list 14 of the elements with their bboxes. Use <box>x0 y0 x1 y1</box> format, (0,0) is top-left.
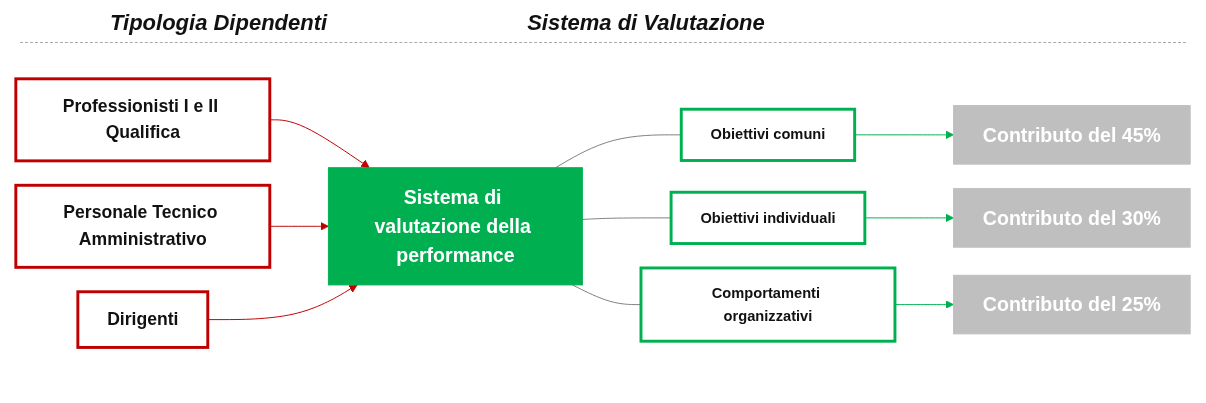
node-box: Obiettivi comuni <box>679 107 857 162</box>
node-box: Professionisti I e II Qualifica <box>14 77 272 163</box>
node-box: Obiettivi individuali <box>669 190 867 245</box>
node-box: Contributo del 30% <box>953 187 1191 248</box>
node-box: Personale Tecnico Amministrativo <box>14 183 272 269</box>
node-box: Contributo del 25% <box>953 274 1191 335</box>
node-box: Comportamenti organizzativi <box>639 266 897 343</box>
section-heading: Sistema di Valutazione <box>527 10 765 36</box>
connector <box>581 217 672 220</box>
section-heading: Tipologia Dipendenti <box>110 10 328 36</box>
node-box: Contributo del 45% <box>953 104 1191 165</box>
node-box: Sistema di valutazione della performance <box>327 167 583 286</box>
connector <box>555 134 682 169</box>
node-box: Dirigenti <box>76 290 210 349</box>
